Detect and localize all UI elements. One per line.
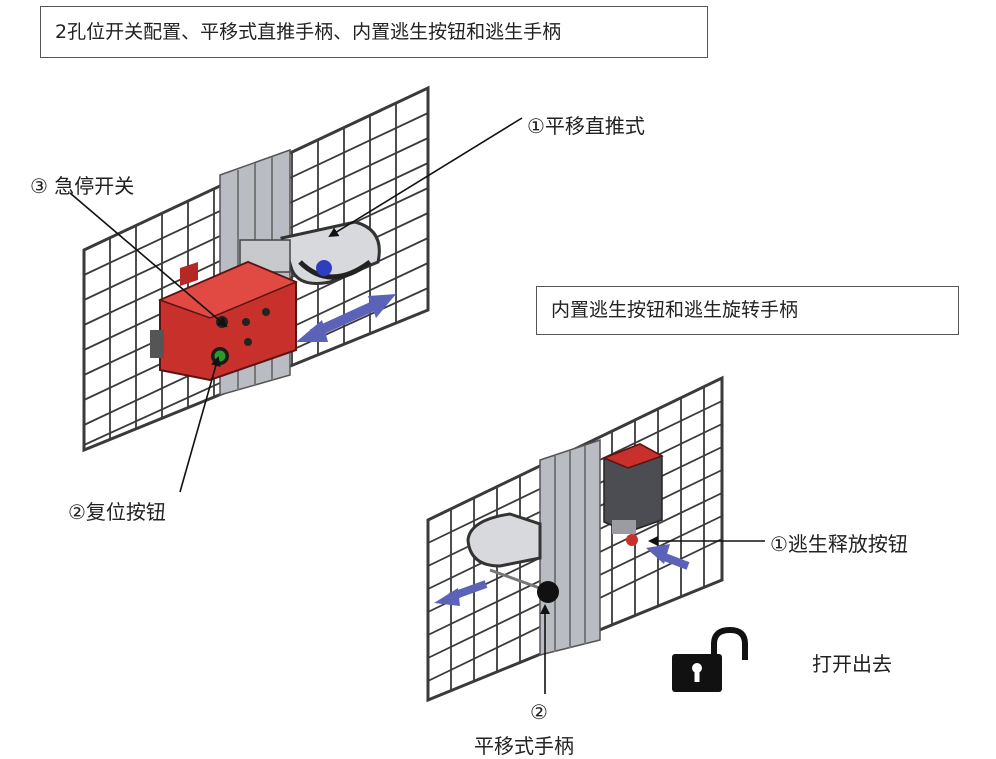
- upper-slide-arrow: [296, 294, 396, 342]
- title-box: 2孔位开关配置、平移式直推手柄、内置逃生按钮和逃生手柄: [40, 6, 708, 58]
- label-estop: ③ 急停开关: [30, 174, 135, 198]
- subtitle-box: 内置逃生按钮和逃生旋转手柄: [536, 286, 959, 335]
- lower-leader-lines: [540, 536, 765, 694]
- lower-aluminum-profile: [539, 438, 601, 656]
- upper-leader-lines: [69, 117, 523, 493]
- lower-push-handle: [466, 512, 559, 603]
- label-handle-name: 平移式手柄: [474, 734, 574, 758]
- lower-safety-switch: [601, 443, 664, 546]
- label-reset-button: ②复位按钮: [68, 500, 166, 524]
- upper-safety-switch: [150, 260, 298, 382]
- title-text: 2孔位开关配置、平移式直推手柄、内置逃生按钮和逃生手柄: [55, 20, 562, 43]
- label-escape-release-button: ①逃生释放按钮: [770, 532, 908, 556]
- unlocked-padlock-icon: [672, 626, 748, 692]
- subtitle-text: 内置逃生按钮和逃生旋转手柄: [551, 299, 799, 321]
- label-push-handle: ①平移直推式: [527, 114, 645, 138]
- lower-escape-arrows: [434, 544, 690, 606]
- label-open-exit: 打开出去: [812, 652, 892, 676]
- label-handle-number: ②: [530, 700, 548, 724]
